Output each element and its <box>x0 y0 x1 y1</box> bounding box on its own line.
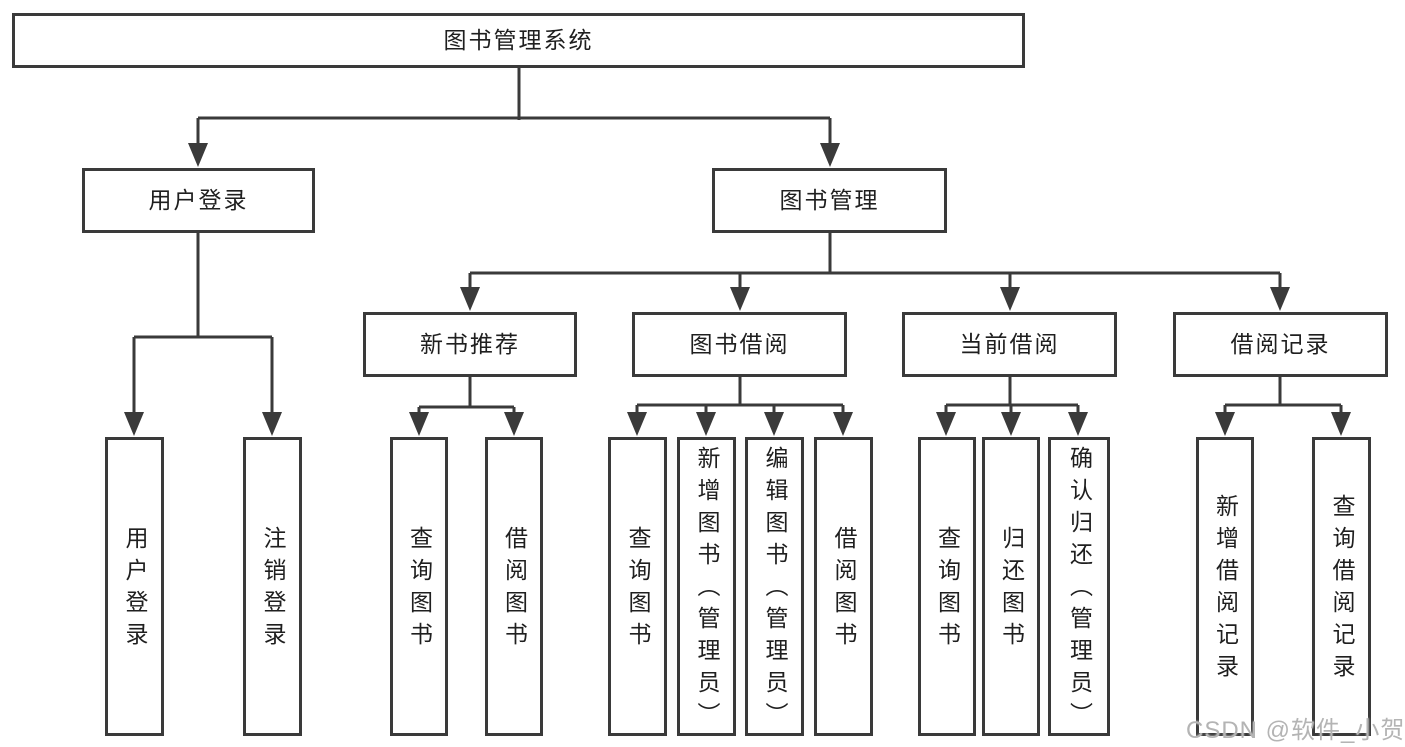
leaf-nb-query-books: 查询图书 <box>390 437 448 736</box>
node-user-login: 用户登录 <box>82 168 315 233</box>
leaf-cb-confirm-return-admin: 确认归还（管理员） <box>1048 437 1110 736</box>
node-book-borrow: 图书借阅 <box>632 312 847 377</box>
leaf-br-query-record: 查询借阅记录 <box>1312 437 1371 736</box>
leaf-bb-edit-books-admin: 编辑图书（管理员） <box>745 437 804 736</box>
leaf-nb-borrow-books: 借阅图书 <box>485 437 543 736</box>
node-root: 图书管理系统 <box>12 13 1025 68</box>
node-current-borrow: 当前借阅 <box>902 312 1117 377</box>
node-new-book-recommend: 新书推荐 <box>363 312 577 377</box>
node-book-management: 图书管理 <box>712 168 947 233</box>
connector-path <box>132 68 1343 415</box>
leaf-bb-borrow-books: 借阅图书 <box>814 437 873 736</box>
node-borrow-records: 借阅记录 <box>1173 312 1388 377</box>
leaf-br-add-record: 新增借阅记录 <box>1196 437 1254 736</box>
leaf-cb-return-books: 归还图书 <box>982 437 1040 736</box>
leaf-user-login: 用户登录 <box>105 437 164 736</box>
arrowhead-icons <box>124 143 1351 436</box>
leaf-cb-query-books: 查询图书 <box>918 437 976 736</box>
csdn-watermark: CSDN @软件_小贺同学 <box>1186 717 1405 744</box>
leaf-bb-add-books-admin: 新增图书（管理员） <box>677 437 736 736</box>
leaf-logout: 注销登录 <box>243 437 302 736</box>
leaf-bb-query-books: 查询图书 <box>608 437 667 736</box>
